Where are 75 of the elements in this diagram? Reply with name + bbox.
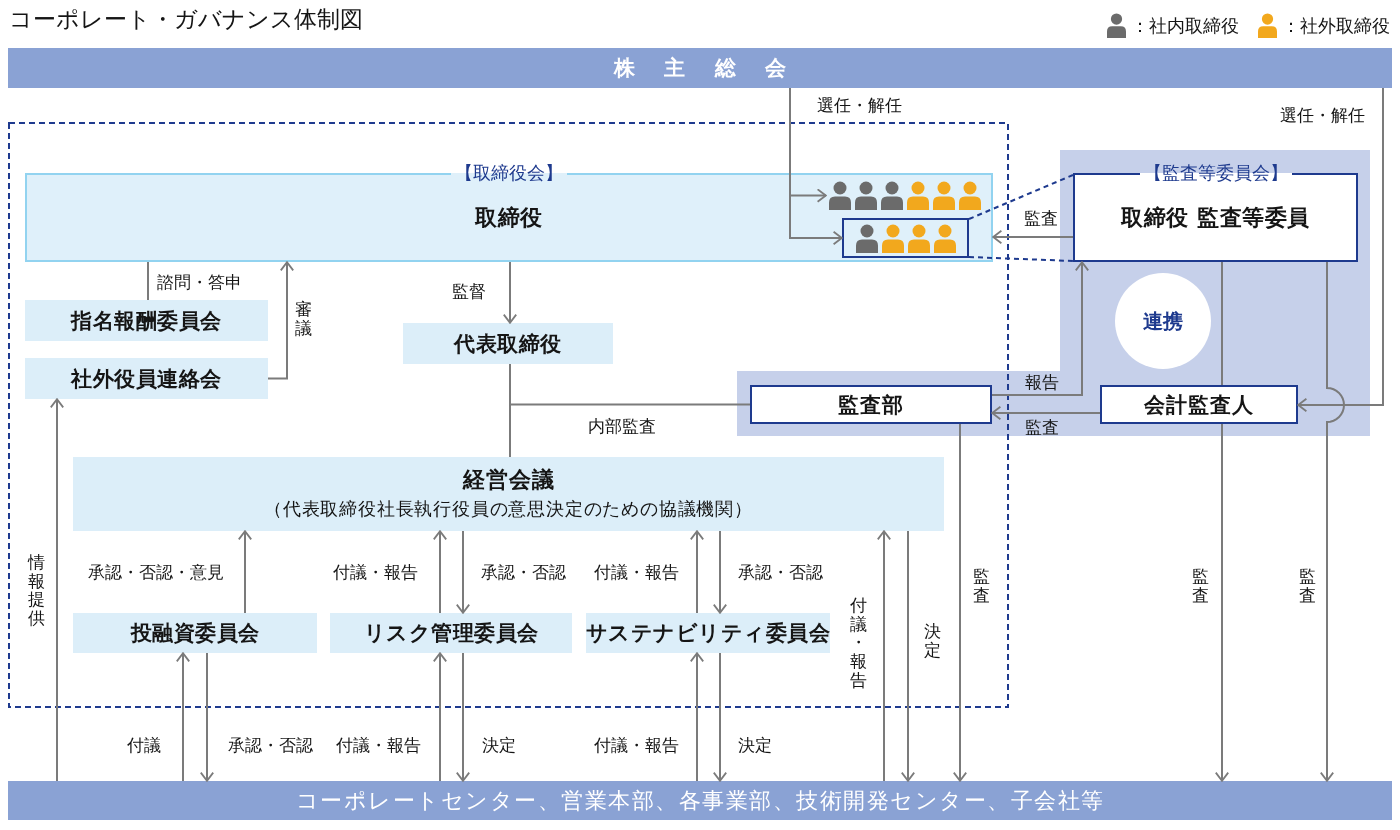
legend-label: ：社内取締役 [1131, 13, 1239, 38]
edge-label: 報告 [1025, 372, 1059, 392]
edge-label: 監査 [973, 567, 990, 605]
edge-label: 付議・報告 [594, 562, 679, 582]
panel-heading: 【監査等委員会】 [1139, 161, 1292, 185]
auditor-box: 会計監査人 [1100, 385, 1298, 424]
person-group-frame [842, 218, 969, 258]
arrow [712, 530, 728, 614]
arrow [1319, 261, 1345, 782]
committee-box: 指名報酬委員会 [25, 300, 268, 341]
edge-label: 審議 [295, 300, 312, 338]
edge-label: 選任・解任 [1280, 105, 1365, 125]
panel-title: 経営会議 [462, 467, 555, 493]
panel-label: 取締役 監査等委員 [1121, 203, 1310, 232]
edge-label: 付議 [127, 735, 161, 755]
arrow [876, 530, 892, 782]
edge-label: 承認・否認・意見 [88, 562, 224, 582]
dashed-connector [968, 256, 1074, 262]
committee-box: リスク管理委員会 [330, 613, 572, 653]
arrow [1297, 87, 1384, 413]
panel-heading: 【取締役会】 [451, 161, 567, 185]
arrow [502, 261, 518, 324]
edge-label: 承認・否認 [481, 562, 566, 582]
executive-box: 代表取締役 [403, 323, 613, 364]
edge-label: 承認・否認 [738, 562, 823, 582]
panel-subtitle: （代表取締役社長執行役員の意思決定のための協議機関） [264, 497, 753, 521]
arrow [432, 530, 448, 614]
footer-bar: コーポレートセンター、営業本部、各事業部、技術開発センター、子会社等 [8, 781, 1392, 820]
meeting-panel [73, 457, 944, 531]
edge-label: 監査 [1192, 567, 1209, 605]
arrow [455, 530, 471, 614]
arrow [1214, 423, 1230, 782]
committee-box: 投融資委員会 [73, 613, 317, 653]
arrow [199, 652, 215, 782]
edge-label: 決定 [738, 735, 772, 755]
arrow [689, 530, 705, 614]
edge-label: 選任・解任 [817, 95, 902, 115]
arrow [432, 652, 448, 782]
department-box: 監査部 [750, 385, 992, 424]
connector-line [509, 363, 751, 406]
edge-label: 監査 [1025, 417, 1059, 437]
edge-label: 付議・報告 [333, 562, 418, 582]
arrow [900, 530, 916, 782]
arrow [689, 652, 705, 782]
edge-label: 監査 [1024, 208, 1058, 228]
dashed-connector [968, 174, 1074, 220]
arrow [991, 261, 1090, 396]
edge-label: 諮問・答申 [157, 272, 242, 292]
edge-label: 監査 [1299, 567, 1316, 605]
arrow [992, 229, 1074, 245]
committee-box: 社外役員連絡会 [25, 358, 268, 399]
edge-label: 決定 [482, 735, 516, 755]
header-bar: 株 主 総 会 [8, 48, 1392, 88]
edge-label: 付議・報告 [336, 735, 421, 755]
edge-label: 付議・報告 [594, 735, 679, 755]
panel-label: 取締役 [475, 203, 543, 232]
arrow [952, 423, 968, 782]
edge-label: 情報提供 [28, 553, 45, 628]
arrow [175, 652, 191, 782]
diagram-title: コーポレート・ガバナンス体制図 [9, 5, 363, 34]
edge-label: 付議・報告 [850, 596, 867, 690]
edge-label: 監督 [452, 281, 486, 301]
arrow [455, 652, 471, 782]
connector-line [1221, 261, 1223, 386]
arrow [991, 405, 1101, 421]
edge-label: 承認・否認 [228, 735, 313, 755]
arrow [712, 652, 728, 782]
committee-box: サステナビリティ委員会 [586, 613, 830, 653]
arrow [237, 530, 253, 614]
connector-line [147, 261, 149, 301]
arrow [49, 398, 65, 782]
edge-label: 決定 [924, 622, 941, 660]
edge-label: 内部監査 [588, 416, 656, 436]
arrow [267, 261, 295, 380]
legend-label: ：社外取締役 [1282, 13, 1390, 38]
